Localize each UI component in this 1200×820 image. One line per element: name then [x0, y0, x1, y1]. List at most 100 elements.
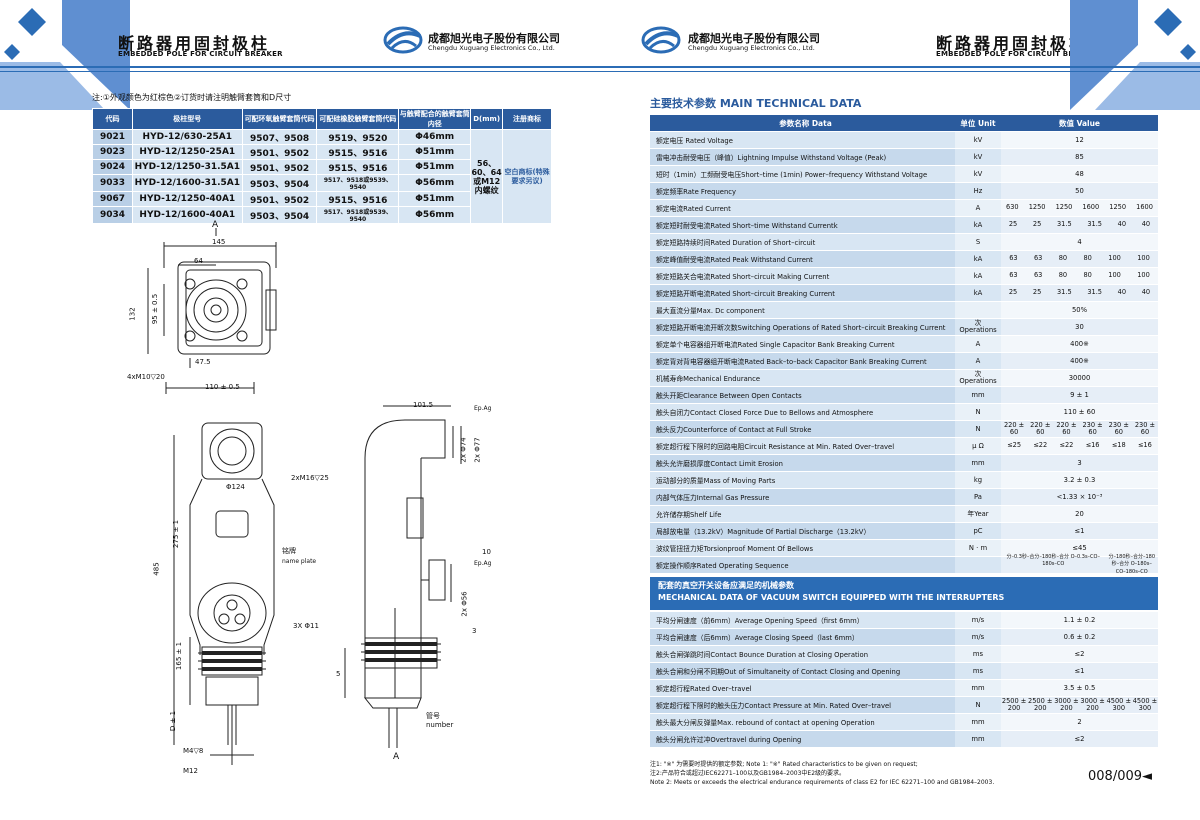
- header-title-cn: 断路器用固封极柱: [936, 34, 1089, 53]
- label-a-bottom: A: [393, 752, 400, 762]
- unit-cell: ms: [955, 663, 1001, 679]
- unit-cell: 次 Operations: [955, 319, 1001, 335]
- param-cell: 触头合闸和分闸不同期Out of Simultaneity of Contact…: [650, 663, 955, 679]
- cell-trademark: 空白商标(特殊要求另议): [502, 129, 552, 224]
- table-row: 额定单个电容器组开断电流Rated Single Capacitor Bank …: [650, 336, 1158, 353]
- dim-2x56: 2x Φ56: [460, 591, 469, 617]
- value-item: 4500 ± 300: [1106, 696, 1131, 712]
- unit-cell: kV: [955, 166, 1001, 182]
- table-row: 额定背对背电容器组开断电流Rated Back–to–back Capacito…: [650, 353, 1158, 370]
- cell-model: HYD-12/630-25A1: [131, 129, 243, 145]
- dim-485: 485: [152, 562, 161, 576]
- param-cell: 平均合闸速度（后6mm）Average Closing Speed（last 6…: [650, 629, 955, 645]
- unit-cell: kV: [955, 132, 1001, 148]
- value-cell: 85: [1001, 149, 1158, 165]
- value-cell: ≤25≤22≤22≤16≤18≤16: [1001, 438, 1158, 454]
- table-row: 局部放电量（13.2kV）Magnitude Of Partial Discha…: [650, 523, 1158, 540]
- param-cell: 额定单个电容器组开断电流Rated Single Capacitor Bank …: [650, 336, 955, 352]
- value-item: 100: [1137, 271, 1150, 280]
- unit-cell: N: [955, 697, 1001, 713]
- unit-cell: 单位 Unit: [955, 115, 1001, 131]
- value-item: 63: [1009, 271, 1018, 280]
- table-row: 短时（1min）工频耐受电压Short–time (1min) Power–fr…: [650, 166, 1158, 183]
- param-cell: 额定背对背电容器组开断电流Rated Back–to–back Capacito…: [650, 353, 955, 369]
- unit-cell: Hz: [955, 183, 1001, 199]
- table-row: 9067 HYD-12/1250-40A1 9501、9502 9515、951…: [92, 191, 552, 207]
- label-a-top: A: [212, 220, 219, 230]
- unit-cell: N: [955, 421, 1001, 437]
- value-item: 1250: [1055, 203, 1073, 212]
- value-item: 230 ± 60: [1082, 420, 1103, 436]
- header-rule-thin: [600, 71, 1200, 72]
- sequence-a: 分–0.3秒–合分–180秒–合分 O–0.3s–CO–180s–CO: [1006, 553, 1100, 568]
- cell-diameter: Φ56mm: [398, 206, 472, 224]
- value-item: 40: [1117, 288, 1127, 297]
- value-item: 100: [1108, 254, 1121, 263]
- value-cell: 12: [1001, 132, 1158, 148]
- cell-diameter: Φ46mm: [398, 129, 472, 145]
- value-cell: ≤2: [1001, 646, 1158, 662]
- cell-epoxy: 9501、9502: [241, 144, 318, 160]
- header-title-cn: 断路器用固封极柱: [118, 34, 271, 53]
- header-rule-thin: [0, 71, 600, 72]
- value-cell: 0.6 ± 0.2: [1001, 629, 1158, 645]
- value-item: 1250: [1028, 203, 1046, 212]
- cell-silicone: 9515、9516: [316, 159, 400, 175]
- param-cell: 触头开距Clearance Between Open Contacts: [650, 387, 955, 403]
- unit-cell: kA: [955, 217, 1001, 233]
- value-cell: 1.1 ± 0.2: [1001, 612, 1158, 628]
- param-cell: 触头合闸弹跳时间Contact Bounce Duration at Closi…: [650, 646, 955, 662]
- col-header: 极柱型号: [131, 108, 243, 130]
- cell-code: 9024: [92, 159, 133, 175]
- table-row: 触头最大分闸反弹量Max. rebound of contact at open…: [650, 714, 1158, 731]
- dim-10: 10: [482, 548, 491, 556]
- notes: 注1: "※" 为需要时提供的额定参数; Note 1: "※" Rated c…: [650, 760, 994, 787]
- value-cell: 400※: [1001, 336, 1158, 352]
- corner-diamonds-left: [0, 0, 130, 110]
- cell-silicone: 9517、9518或9539、9540: [316, 206, 400, 224]
- unit-cell: ms: [955, 646, 1001, 662]
- table-row: 9024 HYD-12/1250-31.5A1 9501、9502 9515、9…: [92, 159, 552, 175]
- cell-code: 9023: [92, 144, 133, 160]
- dim-124: Φ124: [226, 483, 245, 491]
- value-item: 25: [1032, 288, 1042, 297]
- param-cell: 平均分闸速度（前6mm）Average Opening Speed（first …: [650, 612, 955, 628]
- value-item: 80: [1058, 254, 1068, 263]
- unit-cell: μ Ω: [955, 438, 1001, 454]
- param-cell: 雷电冲击耐受电压（峰值）Lightning Impulse Withstand …: [650, 149, 955, 165]
- value-item: 25: [1008, 288, 1018, 297]
- note-line: 注1: "※" 为需要时提供的额定参数; Note 1: "※" Rated c…: [650, 761, 918, 768]
- value-item: 63: [1009, 254, 1018, 263]
- col-header: D(mm): [470, 108, 504, 130]
- value-item: 1600: [1082, 203, 1100, 212]
- cell-epoxy: 9503、9504: [241, 174, 318, 192]
- param-cell: 局部放电量（13.2kV）Magnitude Of Partial Discha…: [650, 523, 955, 539]
- value-cell: ≤45: [1001, 540, 1158, 556]
- value-item: 80: [1083, 271, 1092, 280]
- param-cell: 额定频率Rate Frequency: [650, 183, 955, 199]
- value-cell: 3.5 ± 0.5: [1001, 680, 1158, 696]
- section-title: 主要技术参数 MAIN TECHNICAL DATA: [650, 97, 862, 110]
- value-cell: 20: [1001, 506, 1158, 522]
- model-table: 代码 极柱型号 可配环氧触臂套筒代码 可配硅橡胶触臂套筒代码 与触臂配合的触臂套…: [92, 108, 552, 224]
- value-item: 1250: [1109, 203, 1127, 212]
- mechanical-data-banner: 配套的真空开关设备应满足的机械参数 MECHANICAL DATA OF VAC…: [650, 577, 1158, 610]
- value-item: 4500 ± 300: [1132, 696, 1158, 712]
- value-item: 220 ± 60: [1003, 420, 1025, 436]
- side-view-drawing: [344, 405, 462, 748]
- dim-5: 5: [336, 670, 341, 678]
- cell-code: 9034: [92, 206, 133, 224]
- cell-d-value: 56、60、64或M12内螺纹: [470, 129, 504, 224]
- unit-cell: [955, 557, 1001, 573]
- param-cell: 波纹管扭扭力矩Torsionproof Moment Of Bellows: [650, 540, 955, 556]
